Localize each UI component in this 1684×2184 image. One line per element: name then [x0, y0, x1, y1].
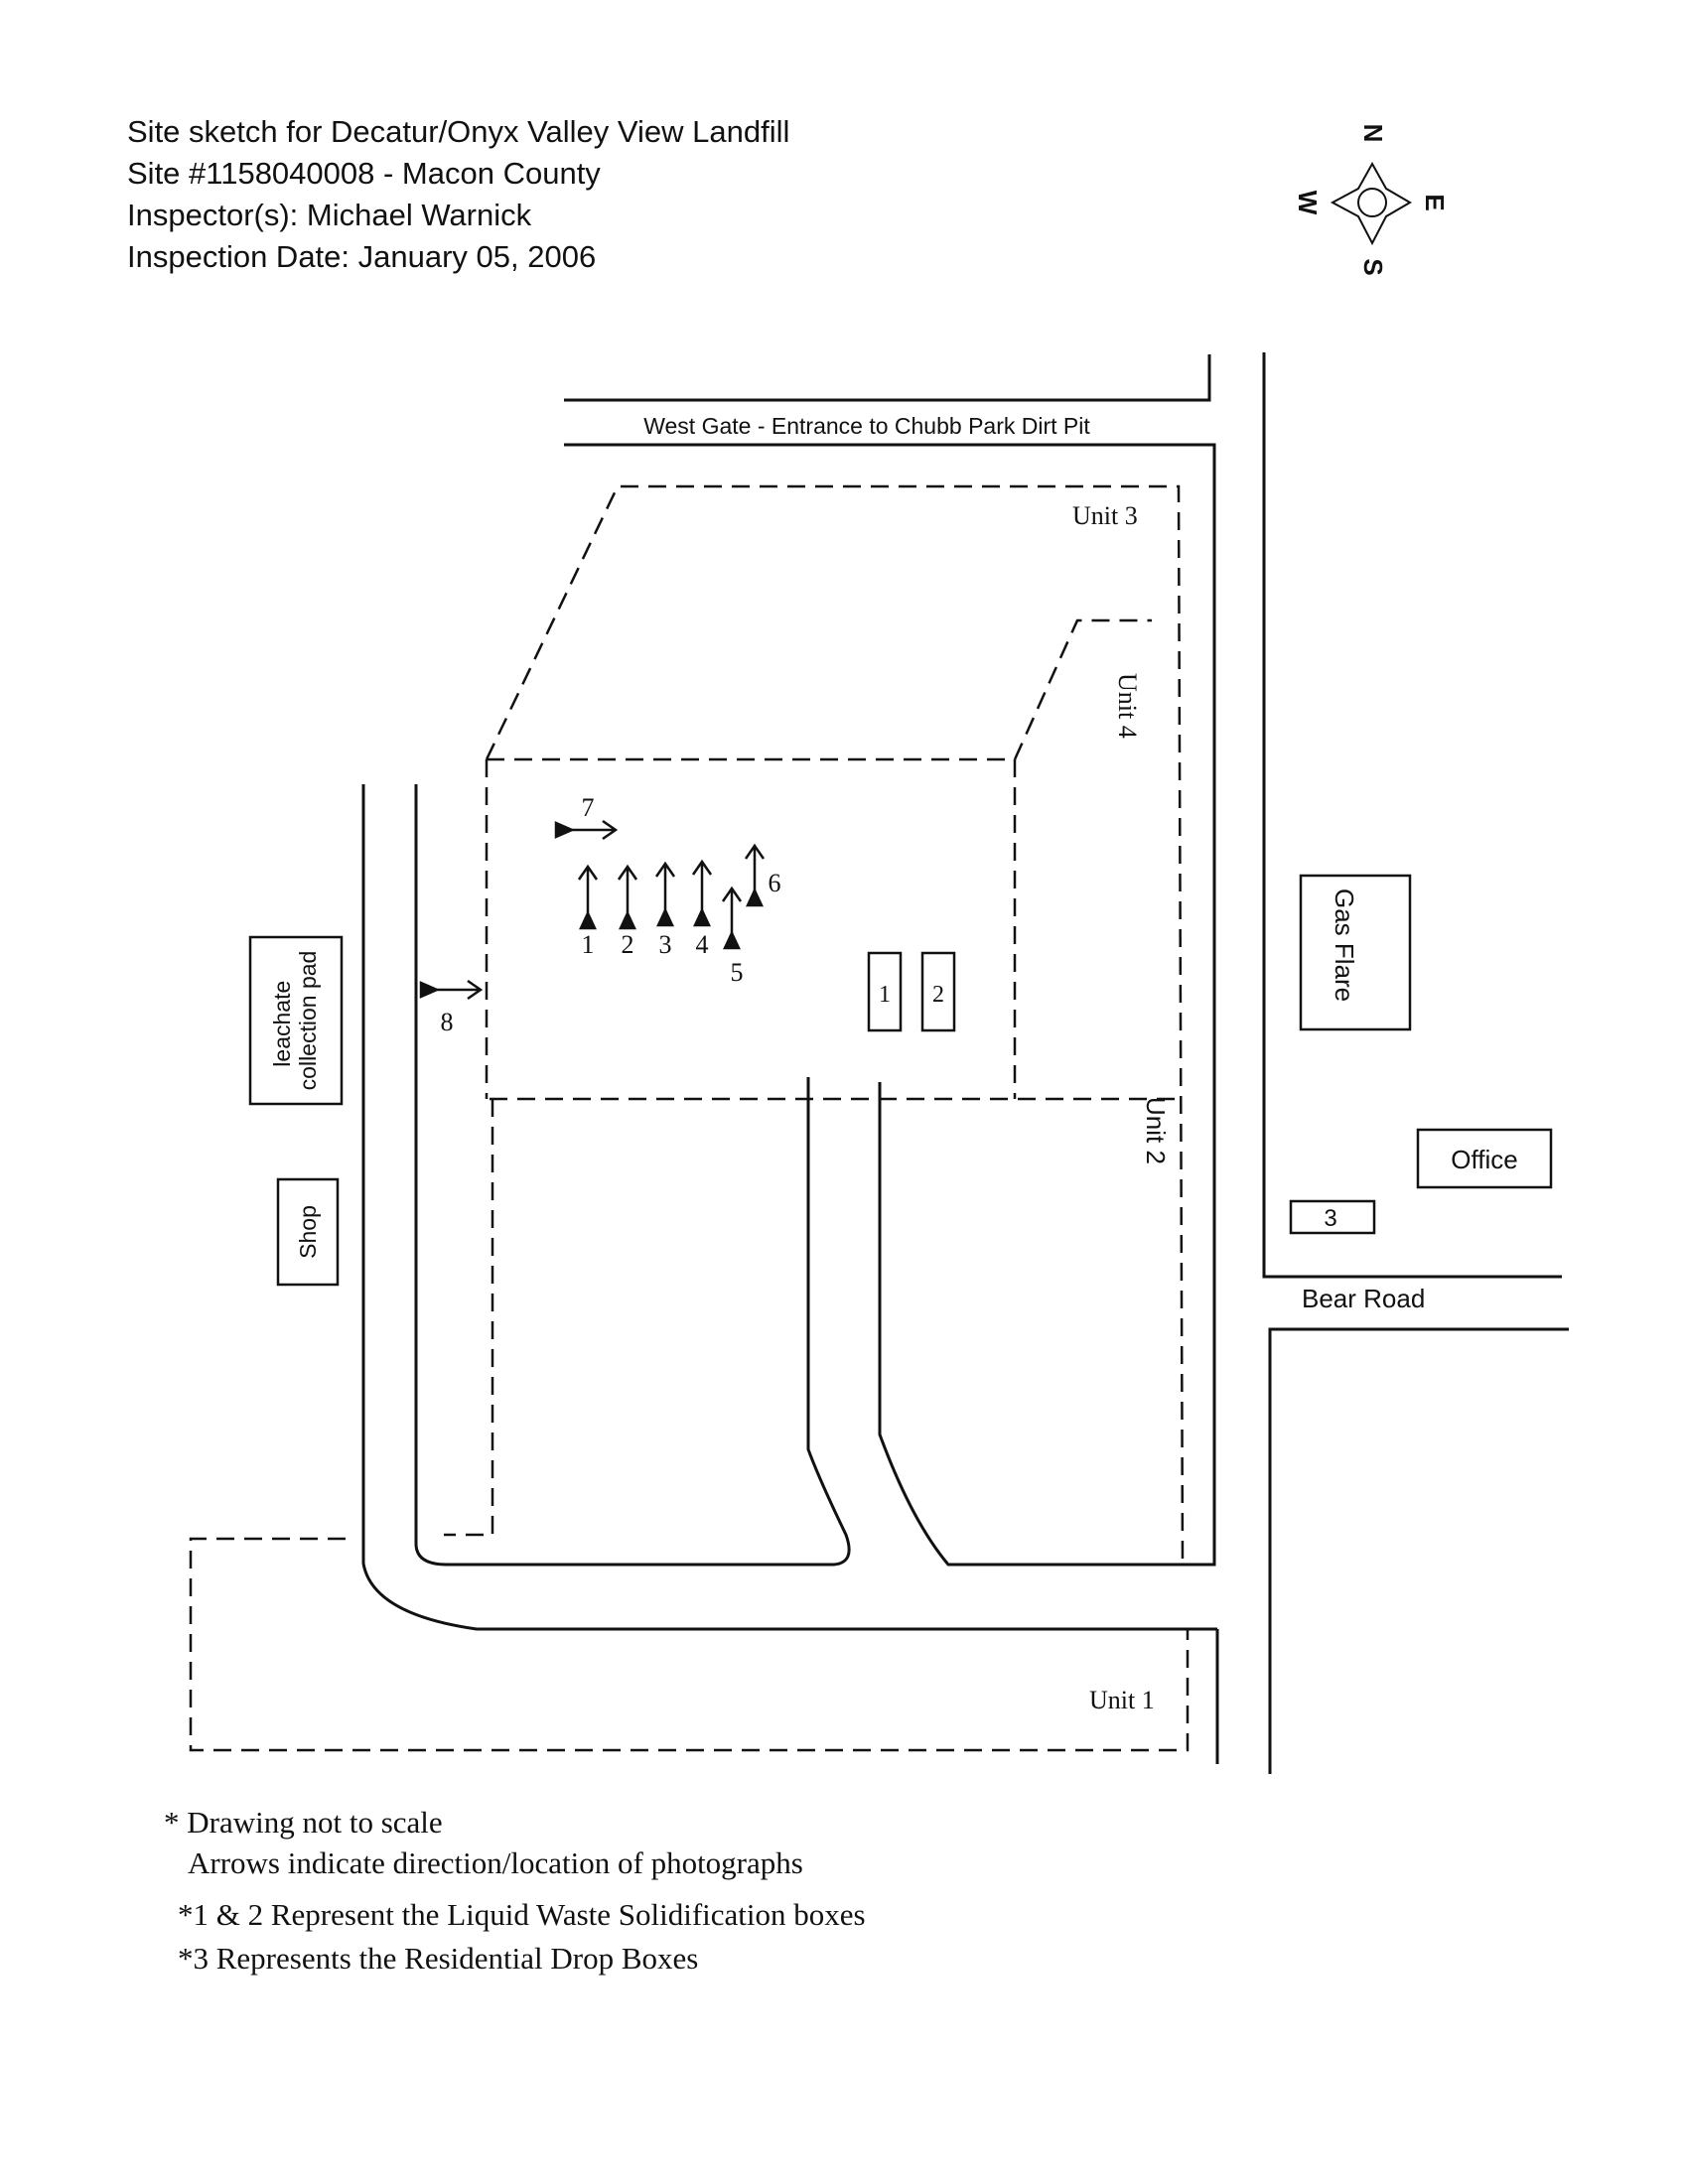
perimeter-road-inner	[414, 784, 851, 1567]
photo-number-8: 8	[441, 1008, 454, 1036]
photo-arrow-5	[721, 886, 743, 950]
unit2-label: Unit 2	[1141, 1097, 1171, 1164]
drop-box-label: 3	[1324, 1205, 1336, 1232]
leachate-label: leachate collection pad	[269, 951, 321, 1091]
west-gate-road-north	[564, 354, 1211, 402]
solidification-box-1: 1	[867, 951, 903, 1032]
inspection-date: Inspection Date: January 05, 2006	[127, 239, 597, 274]
unit4-label: Unit 4	[1113, 673, 1142, 739]
note-not-to-scale: * Drawing not to scale	[164, 1805, 443, 1840]
shop-building: Shop	[276, 1177, 340, 1287]
site-title: Site sketch for Decatur/Onyx Valley View…	[127, 114, 790, 149]
photo-number-2: 2	[622, 930, 634, 959]
photo-number-5: 5	[731, 958, 744, 987]
note-box-3: *3 Represents the Residential Drop Boxes	[178, 1941, 699, 1976]
gas-flare-building: Gas Flare	[1299, 874, 1412, 1031]
note-boxes-1-2: *1 & 2 Represent the Liquid Waste Solidi…	[178, 1897, 866, 1932]
photo-number-4: 4	[696, 930, 709, 959]
solidification-box-2: 2	[920, 951, 956, 1032]
compass-n-label: N	[1358, 124, 1388, 143]
residential-drop-box: 3	[1289, 1199, 1376, 1235]
unit3-label: Unit 3	[1072, 501, 1138, 530]
photo-number-3: 3	[659, 930, 672, 959]
photo-number-7: 7	[582, 793, 595, 822]
unit1-label: Unit 1	[1089, 1686, 1155, 1714]
bear-road-south-edge	[1268, 1327, 1569, 1774]
note-arrows: Arrows indicate direction/location of ph…	[188, 1845, 803, 1880]
west-gate-label: West Gate - Entrance to Chubb Park Dirt …	[643, 413, 1090, 439]
unit1-boundary	[189, 1537, 1190, 1752]
photo-arrow-2	[617, 864, 638, 930]
photo-arrow-8	[419, 979, 484, 1001]
compass-s-label: S	[1358, 258, 1388, 275]
leachate-label-line2: collection pad	[295, 951, 321, 1091]
compass-rose: N E S W	[1293, 124, 1450, 276]
roads	[361, 352, 1569, 1774]
leachate-label-line1: leachate	[269, 981, 295, 1067]
leachate-collection-pad: leachate collection pad	[248, 935, 344, 1106]
west-gate-road-south	[564, 443, 1216, 1567]
photo-number-1: 1	[582, 930, 595, 959]
gas-flare-label: Gas Flare	[1330, 888, 1359, 1002]
bear-road-label: Bear Road	[1302, 1284, 1425, 1313]
compass-w-label: W	[1293, 191, 1323, 215]
compass-e-label: E	[1420, 194, 1450, 210]
site-number: Site #1158040008 - Macon County	[127, 156, 601, 191]
box2-label: 2	[932, 982, 944, 1008]
photo-arrows	[419, 819, 766, 1001]
shop-label: Shop	[295, 1205, 321, 1259]
bear-road-north-edge	[1262, 352, 1562, 1279]
unit3-boundary	[485, 484, 1185, 1565]
unit2-west-boundary	[444, 1099, 494, 1537]
perimeter-road-outer	[361, 784, 1217, 1631]
photo-arrow-1	[577, 864, 599, 930]
inspector: Inspector(s): Michael Warnick	[127, 198, 532, 232]
photo-arrow-4	[691, 859, 713, 927]
units	[189, 484, 1190, 1752]
box1-label: 1	[879, 982, 891, 1008]
unit-center-boundary	[487, 757, 1017, 1099]
photo-arrow-3	[654, 861, 676, 927]
site-header: Site sketch for Decatur/Onyx Valley View…	[127, 111, 789, 278]
office-building: Office	[1416, 1128, 1553, 1189]
photo-arrow-6	[744, 843, 766, 907]
office-label: Office	[1451, 1145, 1517, 1174]
unit4-boundary	[1013, 618, 1152, 760]
photo-arrow-7	[554, 819, 619, 841]
photo-number-6: 6	[769, 869, 781, 897]
